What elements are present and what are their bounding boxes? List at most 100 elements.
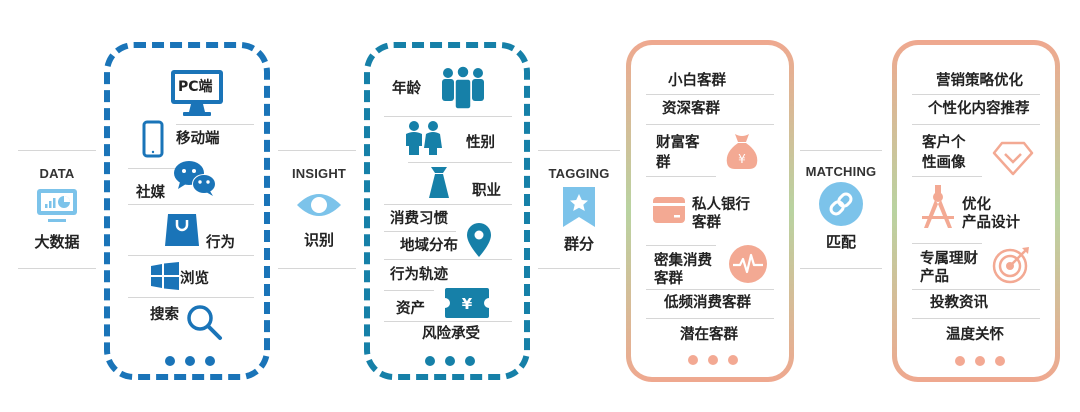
data-source-browse: 浏览 — [180, 271, 209, 287]
output-product-design-line2: 产品设计 — [962, 215, 1020, 231]
bank-card-icon — [653, 197, 685, 223]
stage-zh-label: 群分 — [563, 235, 594, 253]
divider — [18, 150, 96, 151]
divider — [912, 176, 982, 177]
divider — [912, 124, 1040, 125]
insight-occupation: 职业 — [472, 183, 501, 199]
divider — [176, 124, 254, 125]
divider — [278, 150, 356, 151]
output-exclusive-products-line2: 产品 — [920, 269, 949, 285]
stage-tagging: TAGGING 群分 — [538, 166, 620, 254]
matching-outputs-box — [892, 40, 1060, 382]
divider — [18, 268, 96, 269]
stage-zh-label: 大数据 — [34, 233, 80, 251]
data-source-pc: PC端 — [178, 79, 213, 95]
group-beginner: 小白客群 — [668, 73, 726, 89]
people-group-icon — [442, 66, 484, 110]
insight-box — [364, 42, 530, 380]
location-pin-icon — [467, 223, 491, 257]
output-product-design-line1: 优化 — [962, 197, 991, 213]
group-potential: 潜在客群 — [680, 327, 738, 343]
more-dots — [955, 356, 1005, 366]
divider — [646, 94, 774, 95]
more-dots — [165, 356, 215, 366]
more-dots — [425, 356, 475, 366]
divider — [912, 243, 982, 244]
money-bag-icon: ¥ — [726, 134, 758, 169]
eye-icon — [297, 194, 341, 216]
data-source-search: 搜索 — [150, 307, 179, 323]
stage-data: DATA 大数据 — [18, 166, 96, 252]
windows-icon — [151, 262, 179, 290]
stage-en-label: MATCHING — [805, 164, 877, 179]
magnifier-icon — [187, 305, 222, 340]
divider — [646, 245, 716, 246]
divider — [128, 168, 176, 169]
divider — [912, 318, 1040, 319]
svg-text:¥: ¥ — [738, 152, 746, 166]
stage-matching: MATCHING 匹配 — [796, 164, 886, 252]
divider — [384, 290, 434, 291]
data-source-behavior: 行为 — [206, 235, 235, 251]
group-wealth-line2: 群 — [656, 155, 671, 171]
output-customer-profile-line2: 性画像 — [922, 155, 966, 171]
data-source-social: 社媒 — [136, 185, 165, 201]
divider — [912, 289, 1040, 290]
bookmark-star-icon — [563, 187, 595, 227]
stage-en-label: INSIGHT — [291, 166, 347, 181]
group-high-spending-line1: 密集消费 — [654, 253, 712, 269]
customer-groups-box — [626, 40, 794, 382]
divider — [128, 255, 254, 256]
data-sources-box — [104, 42, 270, 380]
output-customer-profile-line1: 客户个 — [922, 135, 966, 151]
divider — [384, 116, 512, 117]
divider — [384, 259, 512, 260]
stage-en-label: DATA — [39, 166, 75, 181]
divider — [538, 268, 620, 269]
output-exclusive-products-line1: 专属理财 — [920, 251, 978, 267]
group-experienced: 资深客群 — [662, 101, 720, 117]
group-low-spending: 低频消费客群 — [664, 295, 751, 311]
svg-text:¥: ¥ — [462, 295, 473, 313]
compass-icon — [922, 185, 954, 228]
insight-risk-tolerance: 风险承受 — [422, 326, 480, 342]
more-dots — [688, 355, 738, 365]
group-private-bank-line2: 客群 — [692, 215, 721, 231]
wechat-icon — [174, 161, 216, 196]
yuan-ticket-icon: ¥ — [445, 288, 489, 318]
data-source-mobile: 移动端 — [176, 131, 220, 147]
stage-zh-label: 匹配 — [825, 233, 856, 251]
stage-en-label: TAGGING — [548, 166, 610, 181]
group-wealth-line1: 财富客 — [656, 135, 700, 151]
insight-assets: 资产 — [396, 301, 425, 317]
output-investor-education: 投教资讯 — [930, 295, 988, 311]
stage-insight: INSIGHT 识别 — [278, 166, 360, 250]
output-personalized-content: 个性化内容推荐 — [928, 101, 1030, 117]
group-high-spending-line2: 客群 — [654, 271, 683, 287]
divider — [646, 124, 774, 125]
insight-behavior-track: 行为轨迹 — [390, 267, 448, 283]
pulse-icon — [729, 245, 767, 283]
stage-zh-label: 识别 — [303, 231, 334, 249]
divider — [384, 231, 456, 232]
target-icon — [992, 247, 1029, 284]
output-warm-care: 温度关怀 — [946, 327, 1004, 343]
diamond-icon — [992, 141, 1034, 176]
divider — [646, 318, 774, 319]
pc-monitor-icon — [171, 70, 223, 116]
mobile-phone-icon — [142, 120, 164, 158]
insight-consumption-habit: 消费习惯 — [390, 211, 448, 227]
divider — [278, 268, 356, 269]
divider — [800, 150, 882, 151]
tie-icon — [429, 167, 449, 198]
divider — [408, 162, 512, 163]
divider — [384, 321, 512, 322]
output-marketing-strategy: 营销策略优化 — [936, 73, 1023, 89]
divider — [128, 297, 254, 298]
insight-region: 地域分布 — [400, 238, 458, 254]
insight-age: 年龄 — [392, 81, 421, 97]
insight-gender: 性别 — [466, 135, 495, 151]
divider — [538, 150, 620, 151]
link-icon — [819, 182, 863, 226]
divider — [912, 94, 1040, 95]
